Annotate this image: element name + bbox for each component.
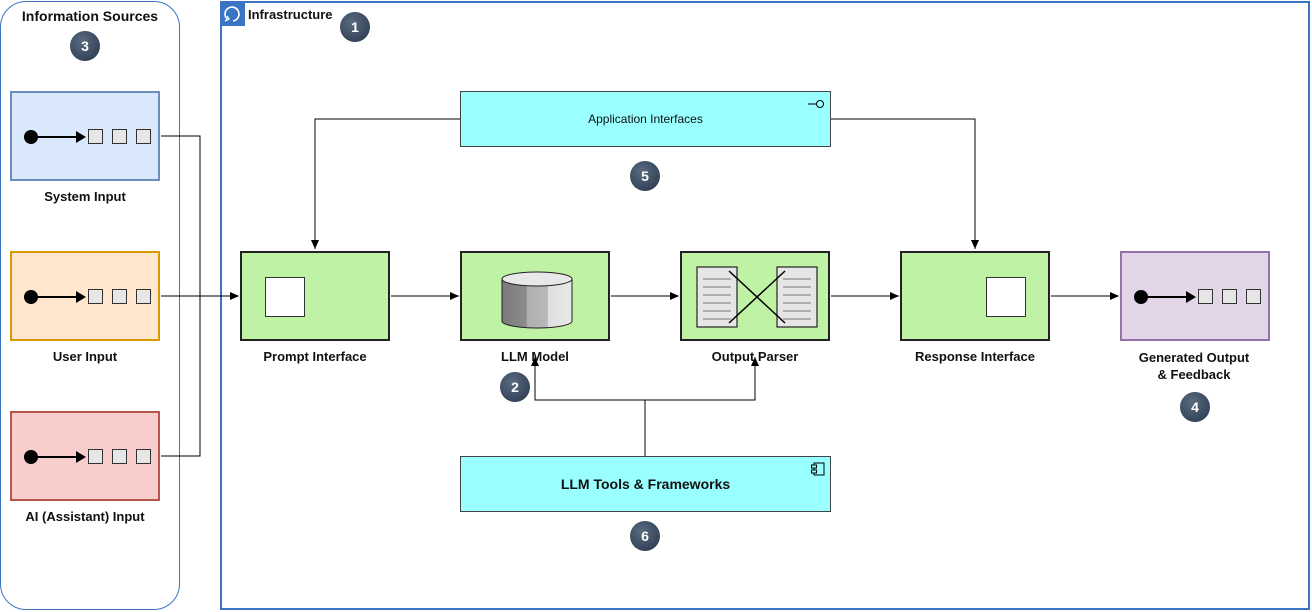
infrastructure-title: Infrastructure — [248, 7, 333, 22]
queue-square — [112, 129, 127, 144]
queue-square — [112, 289, 127, 304]
llm-tools-label: LLM Tools & Frameworks — [560, 476, 731, 492]
infrastructure-panel — [220, 1, 1310, 610]
database-icon — [501, 271, 573, 329]
information-sources-panel — [0, 1, 180, 610]
arrow-icon — [1186, 291, 1196, 303]
app-interfaces-to-prompt-arrow — [311, 118, 460, 249]
llm-model-label: LLM Model — [501, 349, 569, 364]
arrow-icon — [76, 451, 86, 463]
queue-square — [88, 449, 103, 464]
start-dot — [1134, 290, 1148, 304]
blank-window-icon — [265, 277, 305, 317]
generated-output-box — [1120, 251, 1270, 341]
system-input-label: System Input — [44, 189, 126, 204]
badge-3: 3 — [70, 31, 100, 61]
badge-6: 6 — [630, 521, 660, 551]
generated-output-label: Generated Output & Feedback — [1118, 349, 1270, 383]
user-input-box — [10, 251, 160, 341]
tools-to-llm-arrow — [531, 357, 645, 401]
prompt-interface-box — [240, 251, 390, 341]
badge-4: 4 — [1180, 392, 1210, 422]
blank-window-icon — [986, 277, 1026, 317]
component-icon — [811, 462, 825, 476]
queue-square — [136, 129, 151, 144]
infrastructure-icon — [221, 2, 245, 26]
badge-5: 5 — [630, 161, 660, 191]
ai-input-label: AI (Assistant) Input — [25, 509, 145, 524]
parser-exchange-icon — [696, 266, 818, 328]
information-sources-title: Information Sources — [21, 8, 159, 24]
queue-square — [88, 129, 103, 144]
ai-input-connector — [161, 296, 201, 457]
generated-output-line1: Generated Output — [1138, 350, 1250, 365]
output-parser-label: Output Parser — [711, 349, 799, 364]
user-input-label: User Input — [52, 349, 118, 364]
queue-square — [136, 449, 151, 464]
start-dot — [24, 450, 38, 464]
output-parser-box — [680, 251, 830, 341]
system-input-box — [10, 91, 160, 181]
badge-1: 1 — [340, 12, 370, 42]
llm-model-box — [460, 251, 610, 341]
arrow-icon — [76, 291, 86, 303]
app-interfaces-to-response-arrow — [830, 118, 979, 249]
queue-square — [1222, 289, 1237, 304]
queue-square — [1246, 289, 1261, 304]
ai-input-box — [10, 411, 160, 501]
application-interfaces-label: Application Interfaces — [588, 112, 703, 126]
generated-output-line2: & Feedback — [1157, 367, 1231, 382]
start-dot — [24, 130, 38, 144]
response-interface-box — [900, 251, 1050, 341]
badge-2: 2 — [500, 372, 530, 402]
queue-square — [136, 289, 151, 304]
interface-icon — [808, 100, 824, 108]
tools-to-parser-arrow — [645, 357, 759, 401]
queue-square — [112, 449, 127, 464]
llm-tools-box: LLM Tools & Frameworks — [460, 456, 831, 512]
start-dot — [24, 290, 38, 304]
response-interface-label: Response Interface — [915, 349, 1035, 364]
application-interfaces-box: Application Interfaces — [460, 91, 831, 147]
queue-square — [1198, 289, 1213, 304]
queue-square — [88, 289, 103, 304]
prompt-interface-label: Prompt Interface — [263, 349, 367, 364]
arrow-icon — [76, 131, 86, 143]
system-input-connector — [161, 135, 201, 296]
